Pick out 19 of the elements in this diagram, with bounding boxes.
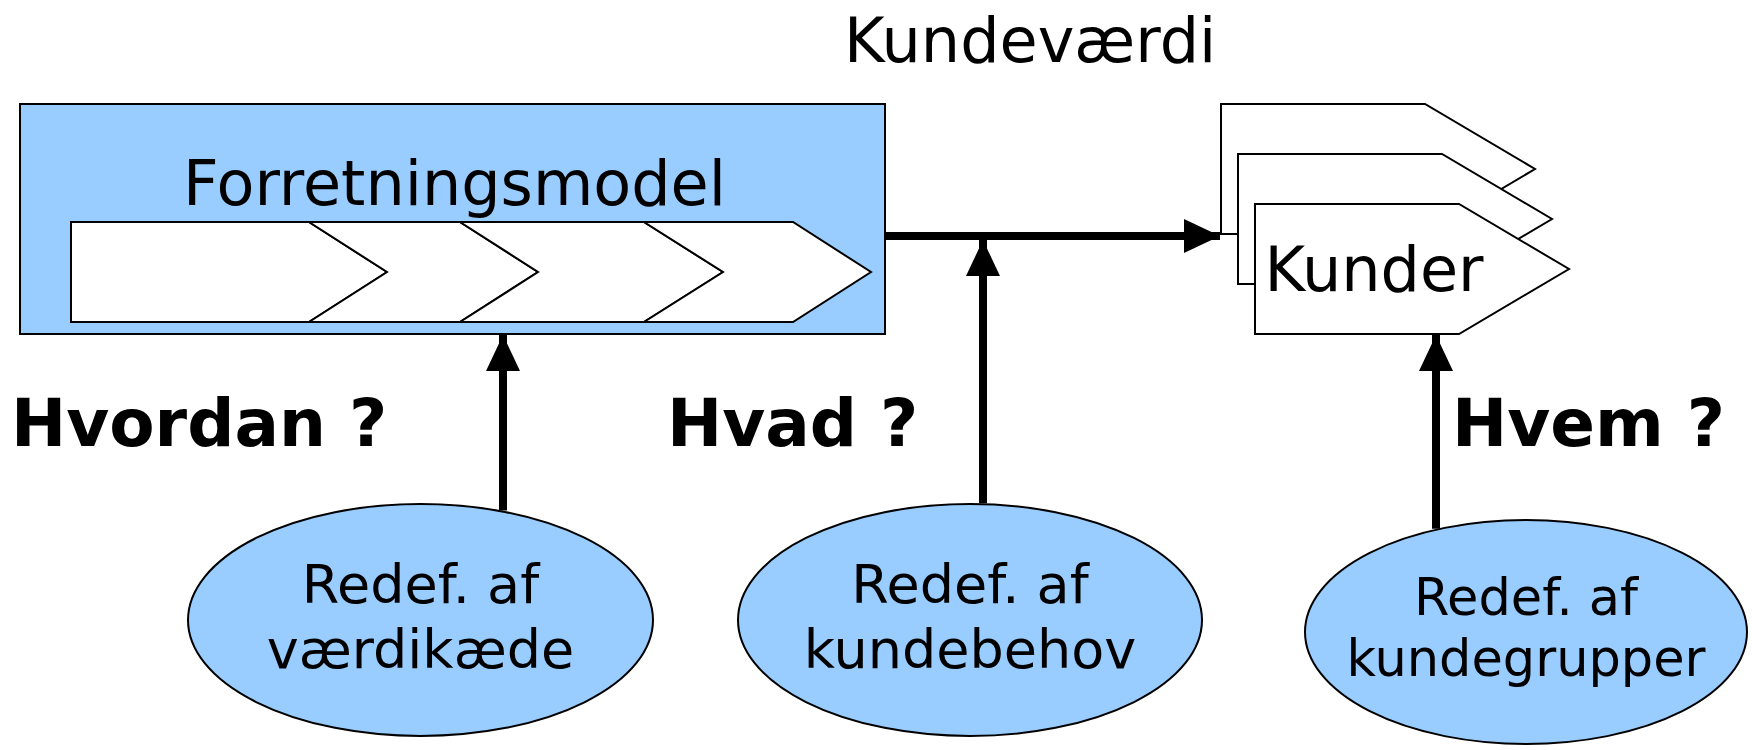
node-label: Redef. af kundebehov bbox=[802, 553, 1138, 683]
ellipse-shape bbox=[737, 503, 1203, 737]
node-label: Kunder bbox=[1263, 233, 1485, 308]
question-label: Hvad ? bbox=[667, 385, 919, 462]
chevron-shape bbox=[460, 222, 723, 322]
node-label: Redef. af værdikæde bbox=[265, 553, 576, 683]
question-label: Hvordan ? bbox=[11, 385, 388, 462]
arrow bbox=[1419, 335, 1453, 529]
question-label: Hvem ? bbox=[1452, 385, 1726, 462]
arrow bbox=[486, 335, 520, 511]
process-panel bbox=[19, 103, 886, 335]
node-label: Forretningsmodel bbox=[182, 147, 727, 222]
chevron-shape bbox=[644, 222, 871, 322]
heading-label: Kundeværdi bbox=[844, 4, 1217, 77]
arrow bbox=[886, 219, 1220, 253]
ellipse-shape bbox=[187, 503, 654, 737]
ellipse-shape bbox=[1304, 519, 1748, 745]
stacked-pentagon-drawing bbox=[1220, 103, 1570, 335]
node-label: Redef. af kundegrupper bbox=[1345, 567, 1707, 690]
